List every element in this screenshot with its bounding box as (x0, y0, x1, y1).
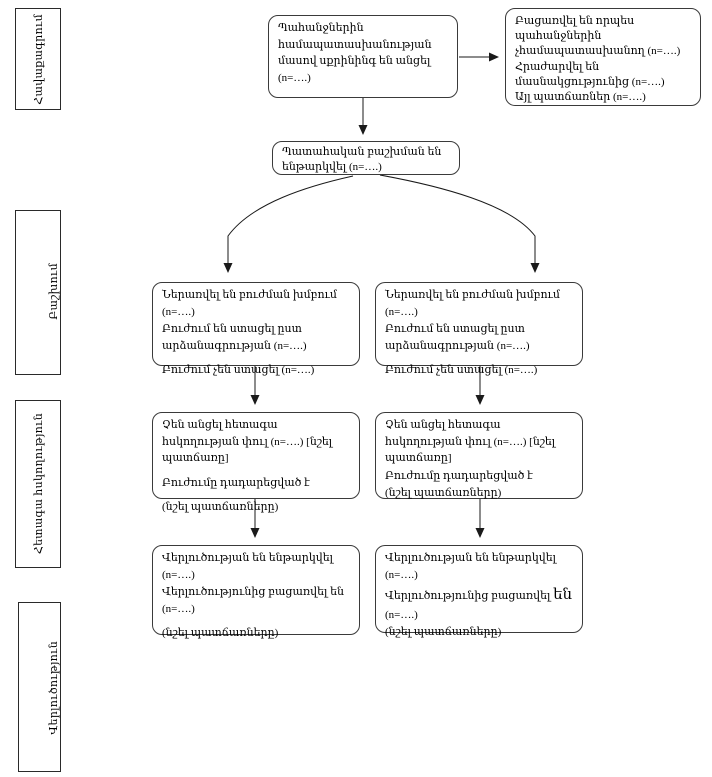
analysis-box-left: Վերլուծության են ենթարկվել (n=….) Վերլու… (152, 545, 360, 639)
stage-label-analysis: Վերլուծություն (18, 602, 61, 772)
analysis-right-excluded: Վերլուծությունից բացառվել են (n=….) (385, 584, 573, 623)
allocation-box-right: Ներառվել են բուժման խմբում (n=….) Բուժու… (375, 282, 583, 376)
followup-right-reasons: (նշել պատճառները) (385, 487, 502, 499)
followup-box-right: Չեն անցել հետագա հսկողության փուլ (n=….)… (375, 412, 583, 499)
excluded-not-eligible: Բացառվել են որպես պահանջներին չհամապատաս… (515, 15, 681, 58)
stage-label-followup: Հետագա հսկողություն (15, 400, 61, 568)
analysis-right-excluded-emph: են (553, 587, 573, 603)
randomized-text: Պատահական բաշխման են ենթարկվել (n=….) (282, 146, 442, 174)
randomized-box: Պատահական բաշխման են ենթարկվել (n=….) (272, 141, 460, 175)
followup-left-reasons: (նշել պատճառները) (162, 501, 279, 513)
screening-text: Պահանջներին համապատասխանության մասով սքր… (278, 22, 432, 84)
analysis-right-excluded-prefix: Վերլուծությունից բացառվել (385, 590, 554, 602)
alloc-left-received: Բուժում են ստացել ըստ արձանագրության (n=… (162, 323, 307, 352)
analysis-box-right: Վերլուծության են ենթարկվել (n=….) Վերլու… (375, 545, 583, 638)
alloc-right-not-received: Բուժում չեն ստացել (n=….) (385, 364, 538, 376)
alloc-left-included: Ներառվել են բուժման խմբում (n=….) (162, 289, 337, 318)
stage-label-followup-text: Հետագա հսկողություն (32, 413, 45, 555)
alloc-right-received: Բուժում են ստացել ըստ արձանագրության (n=… (385, 323, 530, 352)
followup-left-lost: Չեն անցել հետագա հսկողության փուլ (n=….)… (162, 419, 333, 464)
analysis-left-excluded: Վերլուծությունից բացառվել են (n=….) (162, 586, 344, 615)
stage-label-enrollment: Հավաքագրում (15, 8, 61, 110)
arrow-randomized-to-alloc-left (223, 175, 354, 273)
excluded-other-reasons: Այլ պատճառներ (n=….) (515, 90, 646, 103)
analysis-left-reasons: (նշել պատճառները) (162, 627, 279, 639)
alloc-left-not-received: Բուժում չեն ստացել (n=….) (162, 364, 315, 376)
analysis-right-excluded-suffix: (n=….) (385, 608, 418, 621)
allocation-box-left: Ներառվել են բուժման խմբում (n=….) Բուժու… (152, 282, 360, 376)
analysis-right-analysed: Վերլուծության են ենթարկվել (n=….) (385, 552, 556, 581)
stage-label-allocation-text: Բաշխում (48, 263, 60, 320)
followup-right-discontinued: Բուժումը դադարեցված է (385, 469, 533, 482)
followup-left-discontinued: Բուժումը դադարեցված է (162, 476, 310, 489)
stage-label-analysis-text: Վերլուծություն (48, 641, 60, 735)
followup-box-left: Չեն անցել հետագա հսկողության փուլ (n=….)… (152, 412, 360, 513)
followup-right-lost: Չեն անցել հետագա հսկողության փուլ (n=….)… (385, 419, 556, 464)
stage-label-allocation: Բաշխում (15, 210, 61, 375)
arrow-randomized-to-alloc-right (379, 174, 540, 273)
analysis-left-analysed: Վերլուծության են ենթարկվել (n=….) (162, 552, 333, 581)
stage-label-enrollment-text: Հավաքագրում (32, 13, 45, 105)
excluded-box: Բացառվել են որպես պահանջներին չհամապատաս… (505, 8, 701, 106)
excluded-declined: Հրաժարվել են մասնակցությունից (n=….) (515, 60, 665, 88)
alloc-right-included: Ներառվել են բուժման խմբում (n=….) (385, 289, 560, 318)
analysis-right-reasons: (նշել պատճառները) (385, 626, 502, 638)
screening-box: Պահանջներին համապատասխանության մասով սքր… (268, 15, 458, 98)
